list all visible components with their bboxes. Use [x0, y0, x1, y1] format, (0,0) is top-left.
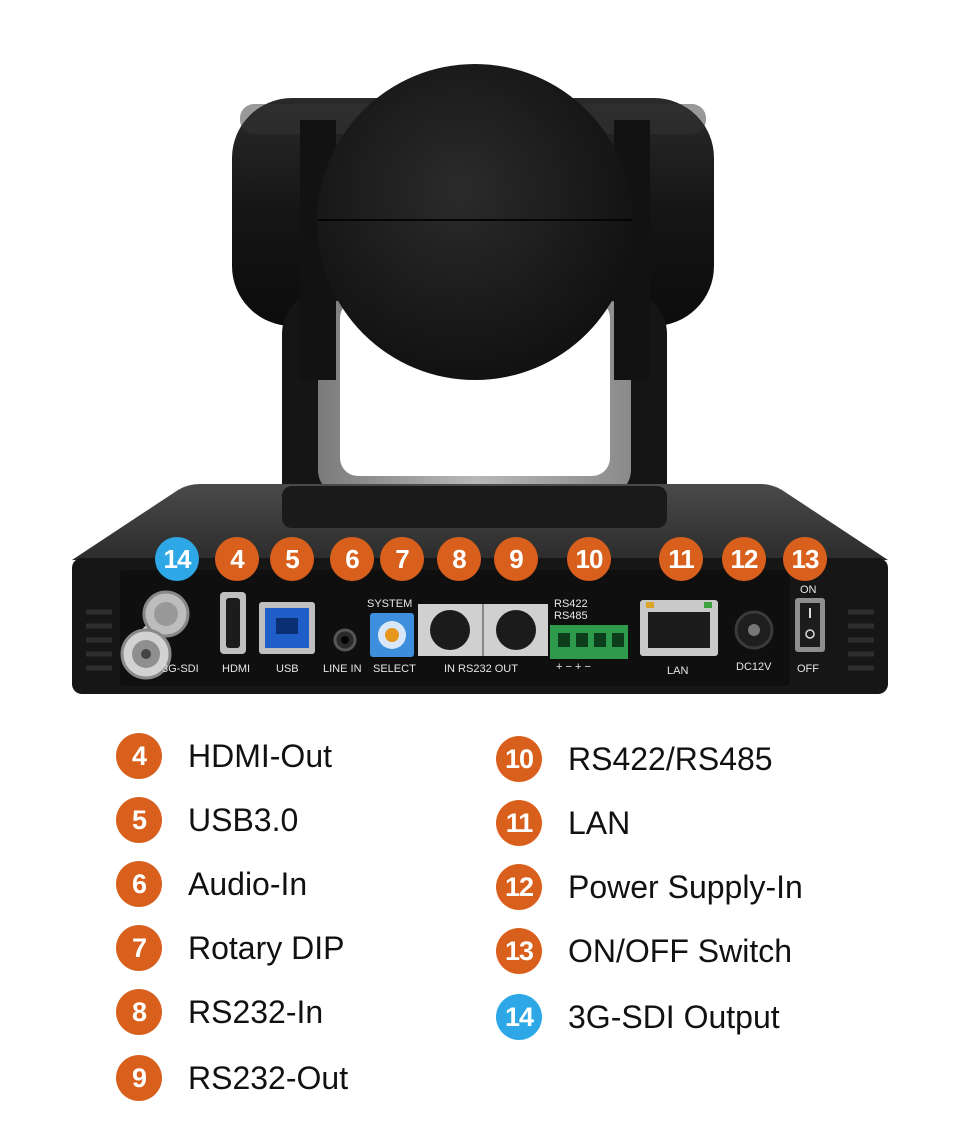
legend-label-7: Rotary DIP — [188, 929, 345, 966]
left-vents — [86, 609, 112, 671]
callout-badge-12: 12 — [722, 537, 766, 581]
label-line-in: LINE IN — [323, 663, 362, 675]
legend-item-14: 14 3G-SDI Output — [496, 992, 780, 1042]
legend-item-9: 9 RS232-Out — [116, 1053, 348, 1103]
legend-item-4: 4 HDMI-Out — [116, 731, 332, 781]
legend-item-11: 11 LAN — [496, 798, 630, 848]
callout-badge-11: 11 — [659, 537, 703, 581]
rotary-dip-switch — [370, 613, 414, 657]
label-dc: DC12V — [736, 661, 772, 673]
legend-badge-9: 9 — [116, 1055, 162, 1101]
callout-badge-8: 8 — [437, 537, 481, 581]
label-off: OFF — [797, 663, 819, 675]
callout-badge-9: 9 — [494, 537, 538, 581]
legend-label-12: Power Supply-In — [568, 868, 803, 905]
legend-badge-8: 8 — [116, 989, 162, 1035]
legend-item-6: 6 Audio-In — [116, 859, 307, 909]
callout-badge-13: 13 — [783, 537, 827, 581]
legend-badge-12: 12 — [496, 864, 542, 910]
label-usb: USB — [276, 663, 299, 675]
legend-label-4: HDMI-Out — [188, 737, 332, 774]
usb-port — [259, 602, 315, 654]
callout-badge-10: 10 — [567, 537, 611, 581]
legend-badge-14: 14 — [496, 994, 542, 1040]
legend-label-9: RS232-Out — [188, 1059, 349, 1096]
rs232-ports — [418, 604, 548, 656]
hdmi-port — [220, 592, 246, 654]
legend-label-8: RS232-In — [188, 993, 324, 1030]
callout-badge-6: 6 — [330, 537, 374, 581]
rs422-terminal — [550, 625, 628, 659]
label-hdmi: HDMI — [222, 663, 251, 675]
legend-label-14: 3G-SDI Output — [568, 998, 780, 1035]
label-system: SYSTEM — [367, 598, 413, 610]
legend-badge-11: 11 — [496, 800, 542, 846]
legend-item-5: 5 USB3.0 — [116, 795, 298, 845]
legend-badge-6: 6 — [116, 861, 162, 907]
legend-label-5: USB3.0 — [188, 801, 299, 838]
lan-port — [640, 600, 718, 656]
legend-badge-13: 13 — [496, 928, 542, 974]
sdi-bnc-connector — [120, 590, 190, 680]
right-vents — [848, 609, 874, 671]
legend-badge-4: 4 — [116, 733, 162, 779]
dc-power-jack — [734, 610, 774, 650]
legend-label-6: Audio-In — [188, 865, 308, 902]
legend-badge-10: 10 — [496, 736, 542, 782]
legend-label-11: LAN — [568, 804, 631, 841]
legend-item-13: 13 ON/OFF Switch — [496, 926, 792, 976]
legend-item-8: 8 RS232-In — [116, 987, 323, 1037]
legend-label-10: RS422/RS485 — [568, 740, 773, 777]
legend-item-7: 7 Rotary DIP — [116, 923, 344, 973]
label-sdi: 3G-SDI — [162, 663, 199, 675]
legend-badge-7: 7 — [116, 925, 162, 971]
power-switch — [795, 598, 825, 652]
line-in-jack — [333, 628, 357, 652]
label-rs422: RS422 — [554, 598, 588, 610]
callout-badge-4: 4 — [215, 537, 259, 581]
label-select: SELECT — [373, 663, 416, 675]
legend-item-12: 12 Power Supply-In — [496, 862, 803, 912]
camera-rear-disc — [317, 64, 633, 380]
callout-badge-7: 7 — [380, 537, 424, 581]
legend-item-10: 10 RS422/RS485 — [496, 734, 773, 784]
label-rs485: RS485 — [554, 610, 588, 622]
label-rs232: IN RS232 OUT — [444, 663, 518, 675]
label-on: ON — [800, 584, 817, 596]
label-polarity: + − + − — [556, 661, 591, 673]
callout-badge-5: 5 — [270, 537, 314, 581]
legend-label-13: ON/OFF Switch — [568, 932, 793, 969]
legend-badge-5: 5 — [116, 797, 162, 843]
camera-rear-view — [72, 64, 888, 694]
callout-badge-14: 14 — [155, 537, 199, 581]
label-lan: LAN — [667, 665, 689, 677]
